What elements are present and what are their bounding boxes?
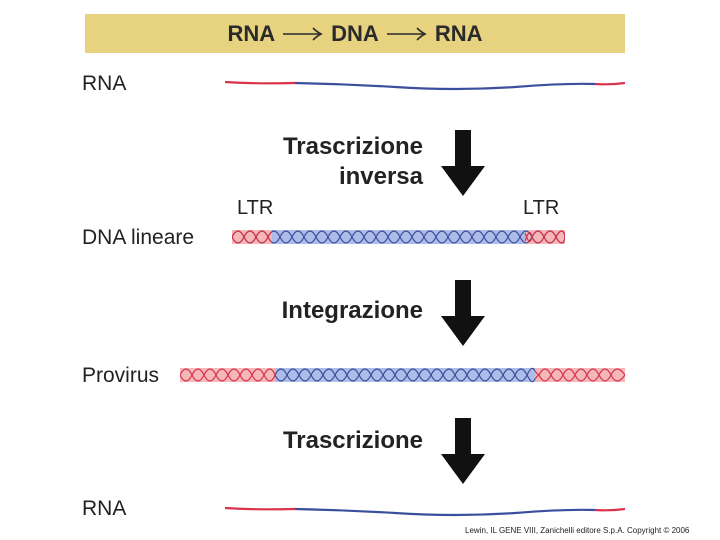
label-dna-lineare: DNA lineare	[82, 226, 195, 249]
banner-rna-1: RNA	[227, 20, 276, 46]
rna-strand-bottom	[225, 506, 625, 517]
step-trascrizione-inversa-line1: Trascrizione	[282, 133, 423, 160]
ltr-label-right: LTR	[523, 197, 560, 219]
ltr-label-left: LTR	[237, 197, 274, 219]
long-right-arrow-icon	[283, 21, 323, 47]
step-trascrizione-inversa-line2: inversa	[338, 163, 423, 190]
long-right-arrow-icon	[386, 21, 427, 47]
down-arrow-icon	[441, 418, 485, 484]
label-provirus: Provirus	[82, 364, 160, 387]
provirus-helix	[180, 367, 625, 383]
step-trascrizione: Trascrizione	[282, 427, 423, 454]
banner-dna: DNA	[331, 20, 379, 46]
rna-strand-top	[225, 80, 625, 91]
label-rna-top: RNA	[82, 72, 127, 95]
label-rna-bottom: RNA	[82, 497, 127, 520]
step-integrazione: Integrazione	[281, 297, 423, 324]
banner-rna-2: RNA	[434, 20, 483, 46]
banner-title: RNA DNA RNA	[227, 21, 482, 47]
down-arrow-icon	[441, 130, 485, 196]
down-arrow-icon	[441, 280, 485, 346]
dna-linear-helix	[232, 230, 565, 244]
copyright-credit: Lewin, IL GENE VIII, Zanichelli editore …	[465, 526, 690, 535]
title-banner: RNA DNA RNA	[85, 14, 625, 53]
step-trascrizione-inversa: Trascrizione inversa	[283, 132, 423, 192]
